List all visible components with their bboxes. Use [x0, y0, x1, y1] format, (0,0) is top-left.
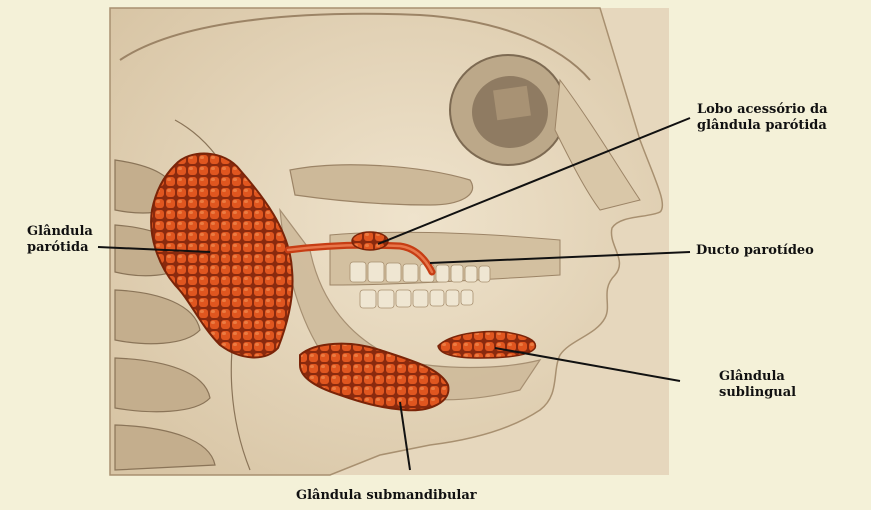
label-sublingual-line-1: Glândula [719, 369, 796, 385]
label-parotid-gland: Glândula parótida [27, 224, 93, 256]
label-sublingual-gland: Glândula sublingual [719, 369, 796, 401]
label-accessory-lobe-line-1: Lobo acessório da [697, 102, 828, 118]
accessory-lobe [352, 232, 388, 250]
label-parotid-duct-line-1: Ducto parotídeo [696, 243, 814, 259]
label-parotid-line-2: parótida [27, 240, 93, 256]
label-sublingual-line-2: sublingual [719, 385, 796, 401]
label-accessory-lobe: Lobo acessório da glândula parótida [697, 102, 828, 134]
label-parotid-line-1: Glândula [27, 224, 93, 240]
label-parotid-duct: Ducto parotídeo [696, 243, 814, 259]
label-submandibular-line-1: Glândula submandibular [296, 488, 477, 504]
orbit-bone [493, 86, 531, 120]
label-submandibular-gland: Glândula submandibular [296, 488, 477, 504]
label-accessory-lobe-line-2: glândula parótida [697, 118, 828, 134]
